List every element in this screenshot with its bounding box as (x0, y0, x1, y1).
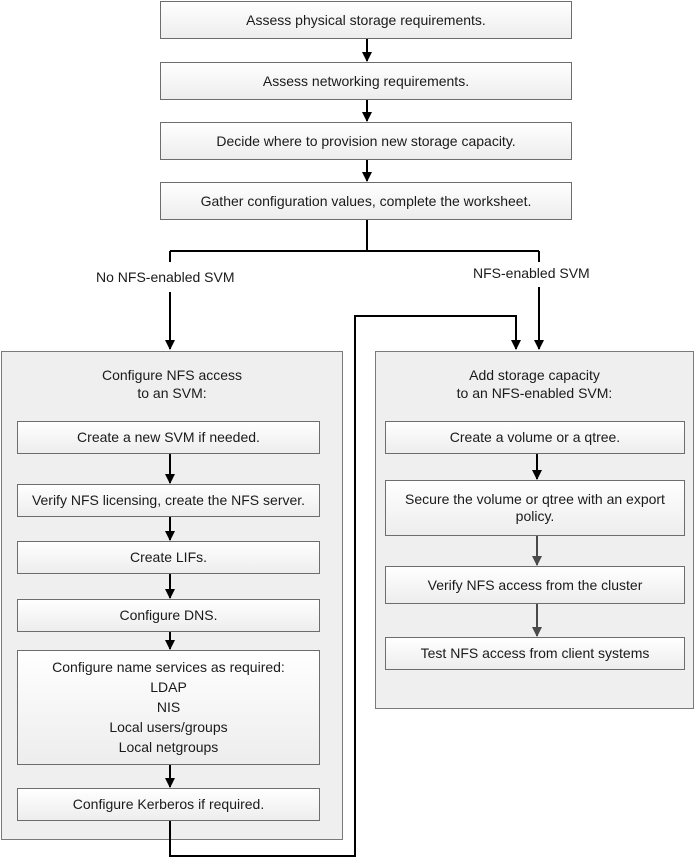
name-service-nis: NIS (156, 699, 181, 715)
branch-label-no-nfs-svm: No NFS-enabled SVM (96, 269, 235, 285)
step-secure-volume-export-policy: Secure the volume or qtree with an expor… (385, 480, 685, 536)
branch-label-nfs-svm: NFS-enabled SVM (473, 265, 590, 281)
step-create-svm: Create a new SVM if needed. (17, 421, 320, 454)
step-verify-nfs-licensing: Verify NFS licensing, create the NFS ser… (17, 484, 320, 517)
step-assess-networking: Assess networking requirements. (160, 62, 572, 100)
step-decide-provision-location: Decide where to provision new storage ca… (160, 122, 572, 160)
step-verify-nfs-access-cluster: Verify NFS access from the cluster (385, 566, 685, 604)
step-configure-kerberos: Configure Kerberos if required. (17, 788, 320, 821)
name-service-local-netgroups: Local netgroups (118, 739, 219, 755)
step-configure-dns: Configure DNS. (17, 599, 320, 632)
step-create-lifs: Create LIFs. (17, 541, 320, 574)
step-create-volume-or-qtree: Create a volume or a qtree. (385, 421, 685, 454)
step-assess-physical-storage: Assess physical storage requirements. (160, 1, 572, 39)
step-gather-configuration-values: Gather configuration values, complete th… (160, 182, 572, 220)
add-storage-capacity-title-line-1: Add storage capacity (469, 367, 600, 383)
loop-kerberos-to-add-storage (169, 315, 521, 857)
name-service-ldap: LDAP (150, 679, 187, 695)
add-storage-capacity-title-line-2: to an NFS-enabled SVM: (456, 385, 613, 401)
configure-nfs-access-title-line-2: to an SVM: (137, 385, 207, 401)
name-services-heading: Configure name services as required: (52, 659, 285, 675)
step-configure-name-services: Configure name services as required: LDA… (17, 650, 320, 765)
configure-nfs-access-title-line-1: Configure NFS access (101, 367, 243, 383)
name-service-local-users-groups: Local users/groups (109, 719, 228, 735)
step-test-nfs-access-clients: Test NFS access from client systems (385, 637, 685, 670)
